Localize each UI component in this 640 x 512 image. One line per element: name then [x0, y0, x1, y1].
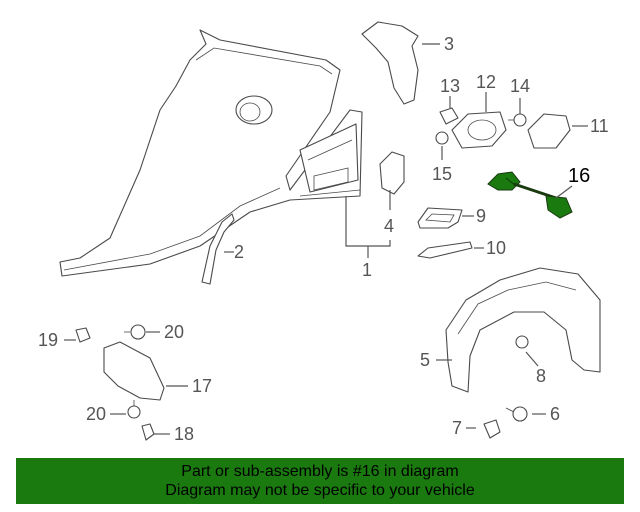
part-3-drawing — [361, 21, 419, 105]
part-19-drawing — [75, 327, 91, 343]
callout-20-bottom: 20 — [86, 404, 106, 424]
callout-5: 5 — [420, 350, 430, 370]
part-7-drawing — [483, 419, 501, 439]
callout-labels: 3 2 1 4 5 6 7 8 9 10 11 12 13 14 15 16 1… — [38, 34, 609, 444]
callout-9: 9 — [476, 206, 486, 226]
callout-18: 18 — [174, 424, 194, 444]
callout-1: 1 — [362, 260, 372, 280]
callout-14: 14 — [510, 76, 530, 96]
callout-13: 13 — [440, 76, 460, 96]
callout-10: 10 — [486, 238, 506, 258]
notice-line-disclaimer: Diagram may not be specific to your vehi… — [165, 482, 475, 499]
part-16-drawing — [487, 171, 573, 219]
part-11-drawing — [527, 113, 571, 149]
callout-6: 6 — [550, 404, 560, 424]
part-2-drawing — [201, 213, 235, 285]
part-12-drawing — [451, 111, 507, 149]
part-5-drawing — [445, 267, 601, 393]
callout-8: 8 — [536, 366, 546, 386]
exploded-parts-diagram: 3 2 1 4 5 6 7 8 9 10 11 12 13 14 15 16 1… — [38, 21, 609, 444]
callout-16: 16 — [568, 165, 590, 187]
part-18-drawing — [141, 423, 155, 441]
part-8-drawing — [515, 335, 529, 349]
part-10-drawing — [417, 241, 473, 259]
part-4-drawing — [379, 151, 405, 195]
part-17-drawing — [103, 341, 165, 401]
part-6-drawing — [505, 406, 528, 422]
callout-4: 4 — [384, 216, 394, 236]
callout-19: 19 — [38, 330, 58, 350]
part-20a-drawing — [124, 324, 146, 340]
callout-11: 11 — [590, 116, 609, 136]
callout-17: 17 — [192, 376, 212, 396]
callout-2: 2 — [234, 242, 244, 262]
callout-20-top: 20 — [164, 322, 184, 342]
leader-lines — [64, 43, 588, 435]
part-14-drawing — [508, 113, 527, 127]
callout-15: 15 — [432, 164, 452, 184]
callout-12: 12 — [476, 72, 496, 92]
part-13-drawing — [439, 107, 459, 125]
callout-3: 3 — [444, 34, 454, 54]
part-15-drawing — [435, 131, 449, 145]
part-9-drawing — [417, 207, 463, 229]
diagram-notice-banner: Part or sub-assembly is #16 in diagram D… — [16, 458, 624, 504]
part-20b-drawing — [127, 400, 141, 419]
notice-line-part: Part or sub-assembly is #16 in diagram — [181, 463, 459, 480]
callout-7: 7 — [452, 418, 462, 438]
quarter-panel-drawing — [59, 29, 363, 277]
